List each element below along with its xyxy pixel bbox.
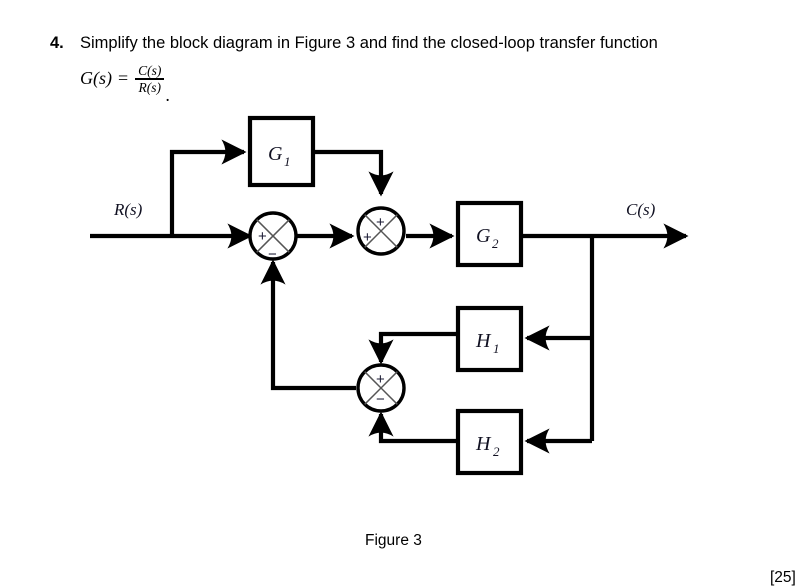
summing-junction-1: + − xyxy=(248,211,298,263)
block-g2-label: G xyxy=(476,225,491,247)
wire-h1-to-sum3 xyxy=(368,331,458,365)
fraction-bar xyxy=(135,78,165,81)
block-h2-subscript: 2 xyxy=(493,444,500,459)
marks-allocation: [25] xyxy=(770,569,796,586)
question-text: Simplify the block diagram in Figure 3 a… xyxy=(80,34,658,52)
block-g1: G 1 xyxy=(247,115,316,188)
block-h2: H 2 xyxy=(455,408,524,476)
sum2-sign-top: + xyxy=(376,214,385,231)
summing-junction-2: + + xyxy=(356,206,406,256)
block-h1: H 1 xyxy=(455,305,524,373)
sum3-sign-bottom: − xyxy=(376,391,385,408)
formula-fraction: C(s) R(s) xyxy=(135,62,165,96)
formula-equals: = xyxy=(118,67,129,88)
sum2-sign-left: + xyxy=(363,229,372,246)
summing-junction-3: + − xyxy=(356,363,406,413)
figure-caption: Figure 3 xyxy=(365,532,422,549)
block-g2-subscript: 2 xyxy=(492,236,499,251)
formula-period: . xyxy=(165,85,170,106)
input-signal-label: R(s) xyxy=(113,200,143,219)
formula-numerator: C(s) xyxy=(138,62,162,78)
block-h1-label: H xyxy=(475,330,492,352)
question-number: 4. xyxy=(50,34,64,52)
sum1-sign-bottom: − xyxy=(268,246,277,263)
question-first-line: 4. Simplify the block diagram in Figure … xyxy=(50,32,780,54)
question-formula: G(s) = C(s) R(s) . xyxy=(80,58,780,105)
formula-lhs: G(s) xyxy=(80,67,112,88)
wire-g1-to-sum2 xyxy=(313,149,394,197)
block-g1-subscript: 1 xyxy=(284,154,291,169)
block-h2-label: H xyxy=(475,433,492,455)
wire-h2-to-sum3 xyxy=(368,411,458,444)
wire-sum3-to-sum1 xyxy=(260,259,356,391)
question-block: 4. Simplify the block diagram in Figure … xyxy=(50,32,780,105)
sum3-sign-top: + xyxy=(376,371,385,388)
block-g1-label: G xyxy=(268,143,283,165)
sum1-sign-left: + xyxy=(258,228,267,245)
wire-branch-to-g1 xyxy=(169,139,247,236)
block-g2: G 2 xyxy=(455,200,524,268)
block-h1-subscript: 1 xyxy=(493,341,500,356)
formula-denominator: R(s) xyxy=(138,80,162,96)
output-signal-label: C(s) xyxy=(626,200,656,219)
